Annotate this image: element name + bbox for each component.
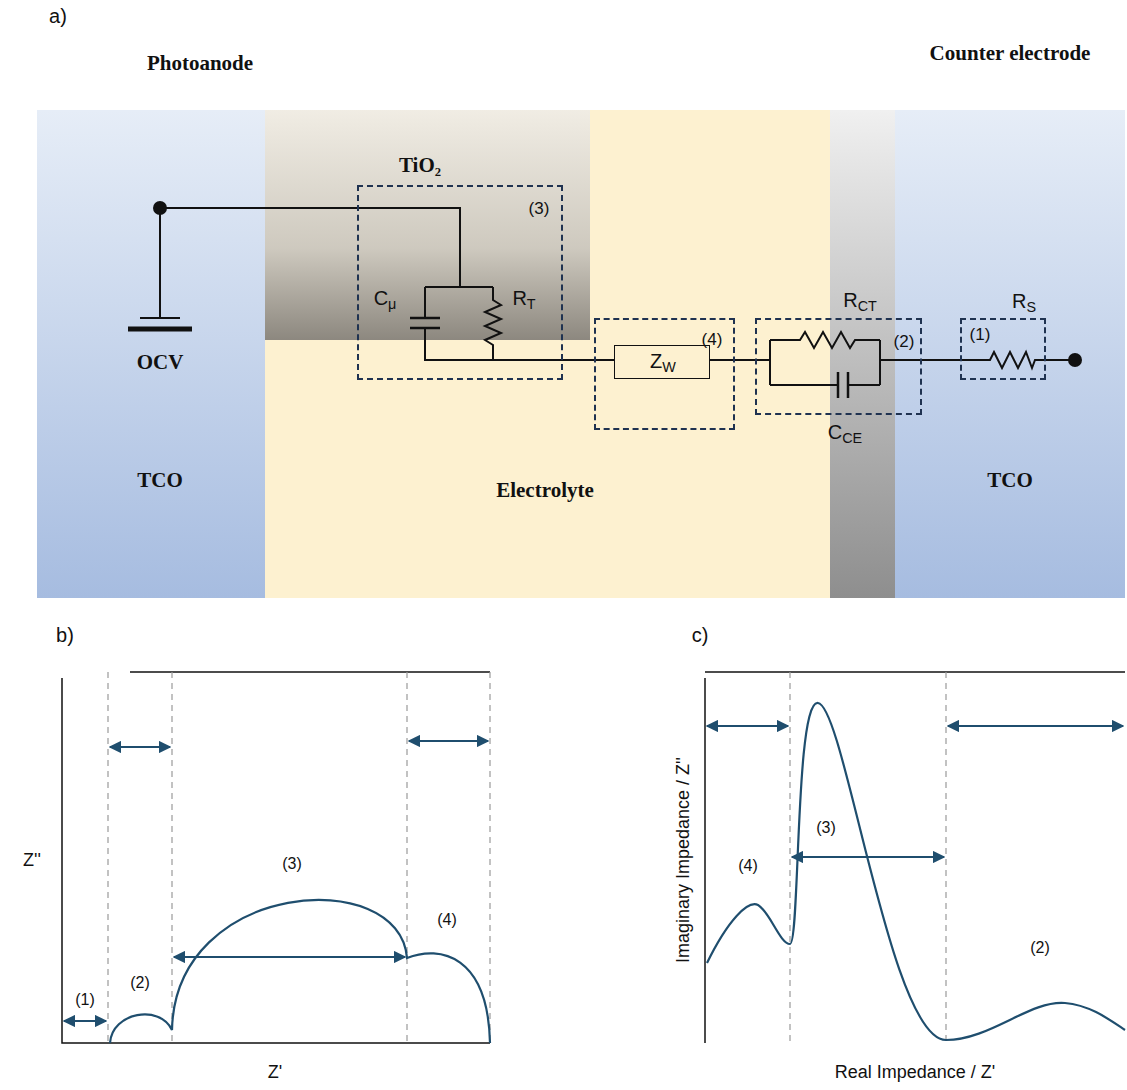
node-text: ZW [650,350,676,375]
capacitor-plate [847,372,850,398]
circuit-wires [160,208,1075,385]
plot-frame [62,672,490,1043]
tco-band [895,110,1125,598]
electrolyte-band: Electrolyte [265,110,830,598]
node-text: (2) [894,332,915,352]
tco-band [37,110,265,598]
node-text: TiO₂ [399,153,441,177]
capacitor-plate [837,372,840,398]
axis-label: Z' [268,1062,282,1083]
range-arrow [707,726,1123,857]
dashed-group: (4) ZW [594,318,735,430]
callout-number: (2) [1030,939,1050,957]
warburg-element: ZW [614,345,710,379]
battery-plate [140,317,180,319]
circuit-wire [922,359,960,361]
component-label: Cμ [374,287,397,312]
section-title: Photoanode [147,51,253,75]
node-text: TCO [987,468,1033,492]
axis-label: Z'' [23,850,41,871]
tio2-layer [265,110,590,340]
dashed-group: (1) [960,318,1046,380]
callout-number: (2) [130,974,150,992]
counter-electrode-layer [830,110,895,598]
capacitor-plate [410,327,440,330]
component-label: RT [512,287,535,312]
dashed-divider [790,672,946,1043]
terminal-dot [1068,353,1082,367]
range-arrow [64,741,488,1021]
tio2-layer: TiO₂ [265,110,590,340]
battery-plate [128,327,192,332]
circuit-wire [710,359,755,361]
axis-label: Real Impedance / Z' [835,1062,996,1083]
node-text: TCO [137,468,183,492]
plot-frame [705,672,1125,1043]
axis-label: Imaginary Impedance / Z'' [673,757,694,963]
circuit-wire [563,359,614,361]
node-text: (1) [970,325,991,345]
bode-curve [707,703,1125,1040]
callout-number: (1) [75,991,95,1009]
dashed-divider [108,672,490,1043]
section-title: Counter electrode [930,41,1091,65]
component-label: OCV [137,350,184,374]
component-label: RS [1012,290,1036,315]
capacitor-plate [410,317,440,320]
dashed-group: (3) [357,185,563,380]
component-label: CCE [828,421,862,446]
panel-letter: b) [56,624,74,647]
component-label: RCT [843,289,877,314]
callout-number: (3) [282,855,302,873]
node-text: (4) [702,330,723,350]
electrolyte-band [265,110,830,598]
node-text: Electrolyte [496,478,594,502]
nyquist-curve [110,900,490,1043]
tco-band: TCO [895,110,1125,598]
callout-number: (4) [437,911,457,929]
panel-letter: c) [692,624,709,647]
callout-number: (4) [735,857,761,875]
terminal-dot [153,201,167,215]
dashed-group: (2) [755,318,922,415]
panel-letter: a) [49,5,67,28]
callout-number: (3) [813,819,839,837]
node-text: (3) [529,199,550,219]
